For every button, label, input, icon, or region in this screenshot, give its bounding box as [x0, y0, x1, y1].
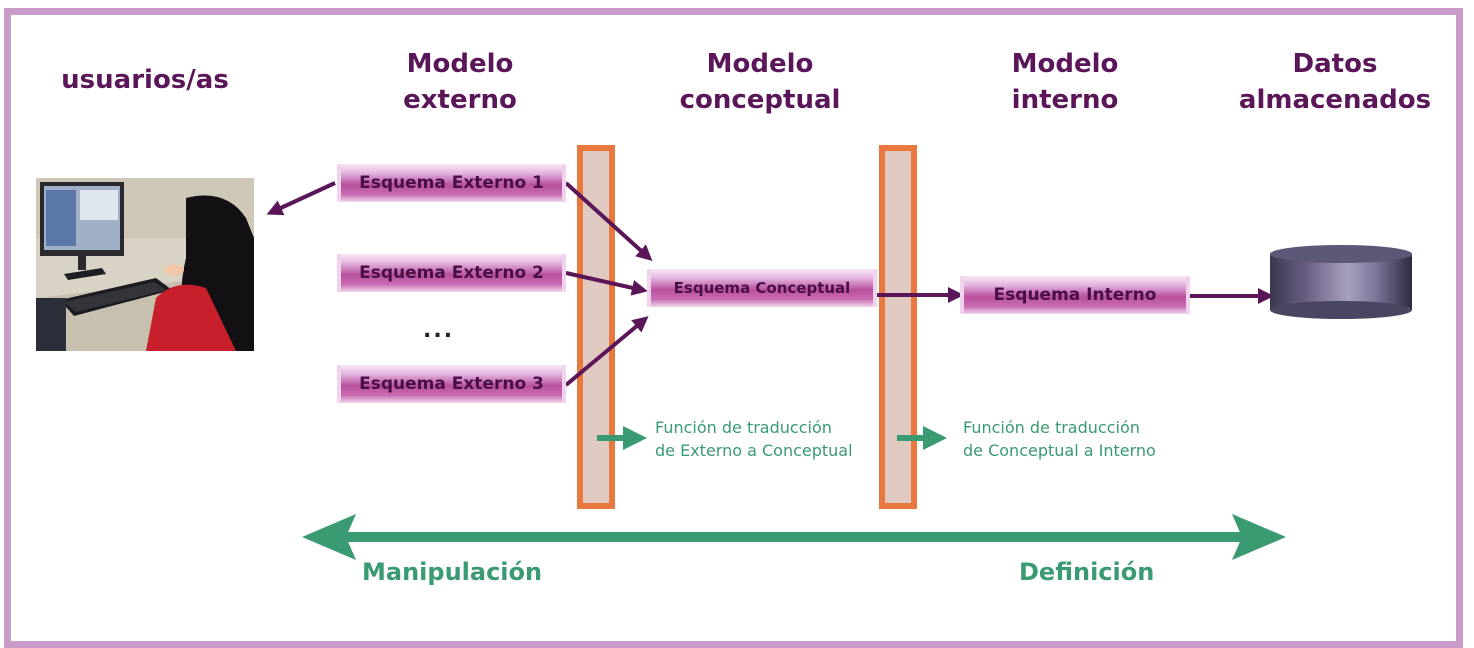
translation-bar-conceptual-internal [879, 145, 917, 509]
arrow-external3-to-conceptual [564, 316, 649, 387]
label-definition: Definición [1019, 558, 1155, 586]
header-stored-data: Datos almacenados [1238, 49, 1432, 115]
schema-external-3-label: Esquema Externo 3 [359, 374, 544, 394]
schema-external-3: Esquema Externo 3 [337, 365, 566, 403]
schema-external-1: Esquema Externo 1 [337, 164, 566, 202]
label-manipulation: Manipulación [362, 558, 543, 586]
arrows-layer [266, 181, 1412, 560]
schema-external-2-label: Esquema Externo 2 [359, 263, 544, 283]
header-external-model: Modelo externo [403, 49, 517, 115]
ellipsis: ... [423, 318, 455, 343]
header-conceptual-model: Modelo conceptual [679, 49, 841, 115]
green-arrow-conc-int [897, 426, 947, 450]
schema-conceptual-label: Esquema Conceptual [673, 279, 851, 297]
note-external-to-conceptual: Función de traducción de Externo a Conce… [655, 418, 853, 460]
schema-internal: Esquema Interno [960, 276, 1190, 314]
database-cylinder-icon [1270, 245, 1412, 319]
person-at-computer-image [36, 178, 254, 351]
users-photo [36, 178, 254, 351]
schema-external-1-label: Esquema Externo 1 [359, 173, 544, 193]
header-users: usuarios/as [61, 65, 229, 95]
schema-conceptual: Esquema Conceptual [647, 269, 877, 307]
note-conceptual-to-internal: Función de traducción de Conceptual a In… [963, 418, 1156, 460]
arrow-external2-to-conceptual [565, 271, 648, 296]
schema-external-2: Esquema Externo 2 [337, 254, 566, 292]
arrow-external1-to-users [266, 181, 336, 216]
manipulation-definition-arrow [302, 514, 1286, 560]
header-internal-model: Modelo interno [1011, 49, 1119, 115]
green-arrow-ext-conc [597, 426, 647, 450]
schema-internal-label: Esquema Interno [993, 285, 1157, 305]
translation-bar-external-conceptual [577, 145, 615, 509]
arrow-external1-to-conceptual [564, 181, 653, 262]
